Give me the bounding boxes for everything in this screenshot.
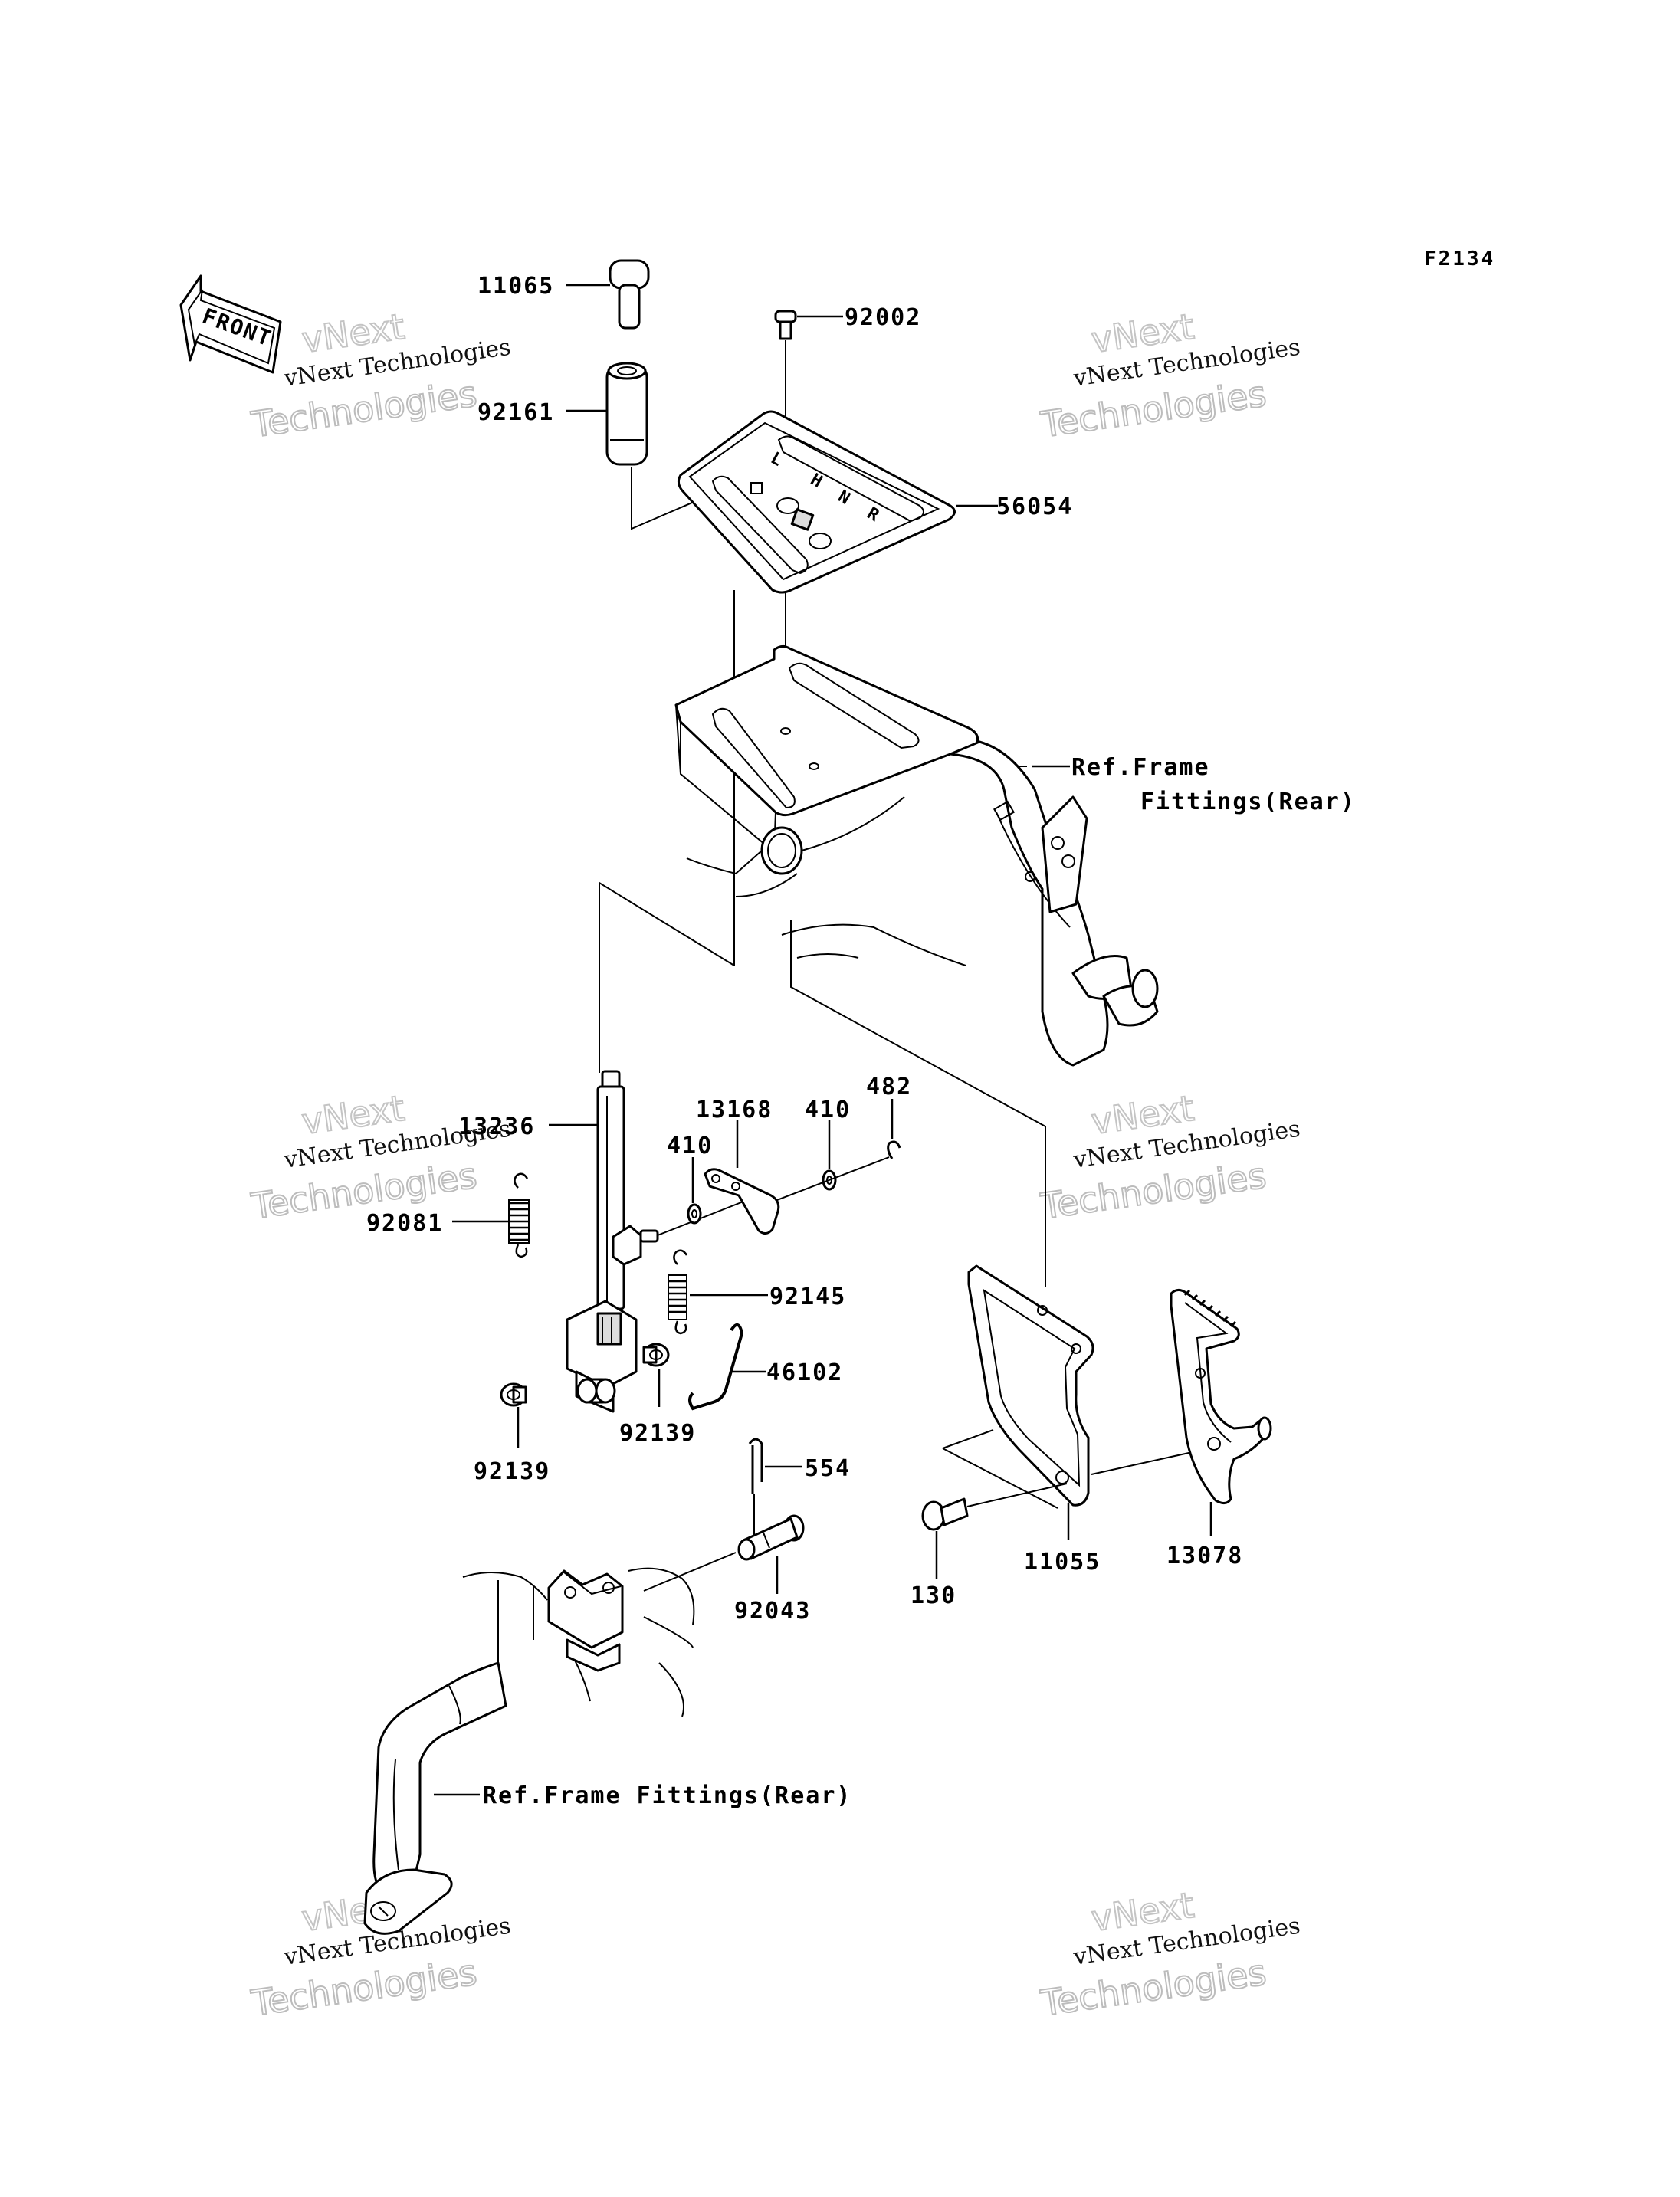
svg-text:Technologies: Technologies bbox=[1038, 372, 1268, 445]
part-92161-boot bbox=[605, 362, 648, 466]
front-arrow-icon: FRONT bbox=[179, 274, 282, 374]
part-410-washer-right bbox=[822, 1169, 837, 1191]
label-46102: 46102 bbox=[766, 1359, 843, 1386]
ref-frame-rear-1-line2: Fittings(Rear) bbox=[1140, 789, 1356, 815]
part-92139-bushing-right bbox=[642, 1343, 670, 1367]
label-410-left: 410 bbox=[667, 1133, 713, 1159]
label-92139-right: 92139 bbox=[619, 1420, 696, 1447]
ref-frame-rear-1-line1: Ref.Frame bbox=[1071, 754, 1210, 781]
ref-frame-rear-2: Ref.Frame Fittings(Rear) bbox=[483, 1782, 851, 1809]
part-13078-gear-sector bbox=[1170, 1288, 1272, 1504]
label-482: 482 bbox=[866, 1074, 912, 1100]
watermark-mid-left: vNext vNext Technologies Technologies bbox=[248, 1087, 512, 1228]
label-13236: 13236 bbox=[458, 1113, 535, 1140]
part-92139-bushing-left bbox=[500, 1382, 527, 1407]
watermark-top-right: vNext vNext Technologies Technologies bbox=[1037, 305, 1301, 446]
label-92043: 92043 bbox=[734, 1598, 811, 1625]
label-92139-left: 92139 bbox=[474, 1458, 550, 1485]
part-11065-knob bbox=[609, 259, 650, 330]
part-92043-clevis-pin bbox=[737, 1514, 805, 1561]
part-410-washer-left bbox=[687, 1203, 702, 1225]
diagram-code: F2134 bbox=[1424, 248, 1495, 271]
label-92081: 92081 bbox=[366, 1210, 443, 1237]
part-130-bolt bbox=[921, 1483, 1068, 1531]
part-92081-spring bbox=[508, 1172, 530, 1258]
frame-bracket-top bbox=[674, 644, 1159, 1067]
watermark-bottom-right: vNext vNext Technologies Technologies bbox=[1037, 1884, 1301, 2025]
svg-text:Technologies: Technologies bbox=[248, 1951, 479, 2024]
label-130: 130 bbox=[911, 1582, 956, 1609]
label-554: 554 bbox=[805, 1455, 851, 1482]
part-46102-rod bbox=[688, 1323, 744, 1411]
watermark-mid-right: vNext vNext Technologies Technologies bbox=[1037, 1087, 1301, 1228]
part-11055-bracket bbox=[967, 1264, 1094, 1507]
label-13168: 13168 bbox=[696, 1097, 773, 1123]
label-410-right: 410 bbox=[805, 1097, 851, 1123]
label-13078: 13078 bbox=[1166, 1543, 1243, 1569]
part-92002-screw bbox=[774, 310, 797, 340]
label-11055: 11055 bbox=[1024, 1549, 1101, 1576]
label-56054: 56054 bbox=[996, 494, 1073, 520]
part-56054-shift-gate-plate: L H N R bbox=[677, 410, 956, 594]
label-92161: 92161 bbox=[477, 399, 554, 426]
part-92145-spring bbox=[668, 1249, 688, 1335]
label-92145: 92145 bbox=[769, 1284, 846, 1310]
part-482-circlip bbox=[887, 1140, 901, 1159]
label-11065: 11065 bbox=[477, 273, 554, 300]
svg-text:Technologies: Technologies bbox=[248, 1154, 479, 1227]
part-554-cotter-pin bbox=[748, 1438, 763, 1494]
frame-bracket-bottom bbox=[363, 1567, 695, 1935]
watermark-line3: Technologies bbox=[248, 372, 479, 445]
svg-text:Technologies: Technologies bbox=[1038, 1154, 1268, 1227]
svg-text:Technologies: Technologies bbox=[1038, 1951, 1268, 2024]
label-92002: 92002 bbox=[845, 304, 921, 331]
part-13168-lever-arm bbox=[612, 1168, 780, 1266]
